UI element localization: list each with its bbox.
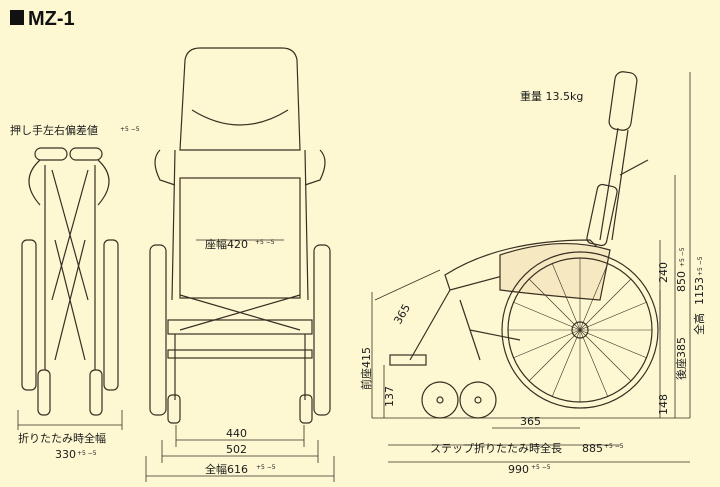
dim-148: 148 <box>657 394 670 415</box>
dim-502: 502 <box>226 443 247 456</box>
backrest-upper <box>179 47 301 151</box>
folded-width-tolerance: +5 −5 <box>77 450 97 457</box>
front-folded-view: 押し手左右偏差値 +5 −5 <box>10 123 140 430</box>
rear-main-wheel <box>501 251 659 409</box>
left-push-handle <box>154 149 176 186</box>
dim-850-tolerance: +5 −5 <box>679 247 686 267</box>
left-grip-curve <box>28 159 41 206</box>
side-view <box>371 71 691 463</box>
model-title: MZ-1 <box>28 8 75 30</box>
seat-frame-bar <box>167 319 313 335</box>
backrest-curve <box>191 109 289 126</box>
handle-offset-tolerance: +5 −5 <box>120 126 140 133</box>
folded-length-tolerance: +5 −5 <box>604 443 624 450</box>
side-headrest <box>608 71 638 131</box>
right-wheel-edge <box>103 239 119 391</box>
handle-offset-label: 押し手左右偏差値 <box>10 123 98 137</box>
dim-440: 440 <box>226 427 247 440</box>
overall-height-tolerance: +5 −5 <box>697 256 704 276</box>
side-push-handle <box>619 159 649 176</box>
right-grip-curve <box>97 159 110 206</box>
weight-label: 重量 13.5kg <box>520 89 583 103</box>
front-caster-2 <box>459 381 497 419</box>
folded-length-value: 885 <box>582 442 603 455</box>
left-handle <box>34 147 68 161</box>
side-backrest <box>586 183 618 247</box>
wheel-spokes <box>508 258 652 402</box>
side-seat <box>444 239 602 291</box>
right-handle <box>69 147 103 161</box>
overall-length-tolerance: +5 −5 <box>531 464 551 471</box>
front-caster-1 <box>421 381 459 419</box>
side-armrest <box>499 242 611 301</box>
folded-width-value: 330 <box>55 448 76 461</box>
right-caster <box>89 369 103 416</box>
dim-137: 137 <box>383 386 396 407</box>
left-caster <box>37 369 51 416</box>
seat-width-tolerance: +5 −5 <box>255 239 275 246</box>
seat-back-panel <box>179 177 301 299</box>
rear-seat-height-label: 後座385 <box>674 337 688 380</box>
overall-length-value: 990 <box>508 463 529 476</box>
overall-height-value: 1153 <box>693 277 706 305</box>
rear-right-wheel <box>313 244 331 416</box>
overall-width-tolerance: +5 −5 <box>256 464 276 471</box>
dim-240: 240 <box>657 262 670 283</box>
dim-365-top: 365 <box>391 302 413 327</box>
lower-frame-bar <box>167 349 313 359</box>
dim-365-bottom: 365 <box>520 415 541 428</box>
dim-850: 850 <box>675 271 688 292</box>
rear-view <box>145 47 335 482</box>
right-push-handle <box>304 149 326 186</box>
overall-height-label: 全高 <box>692 313 706 335</box>
front-seat-height-label: 前座415 <box>359 347 373 390</box>
seat-width-label: 座幅420 <box>205 237 248 251</box>
left-wheel-edge <box>21 239 37 391</box>
footrest <box>389 354 427 366</box>
rear-left-wheel <box>149 244 167 416</box>
folded-length-label: ステップ折りたたみ時全長 <box>430 441 562 455</box>
title-square <box>10 10 24 25</box>
overall-width-label: 全幅616 <box>205 462 248 476</box>
folded-width-label: 折りたたみ時全幅 <box>18 431 106 445</box>
